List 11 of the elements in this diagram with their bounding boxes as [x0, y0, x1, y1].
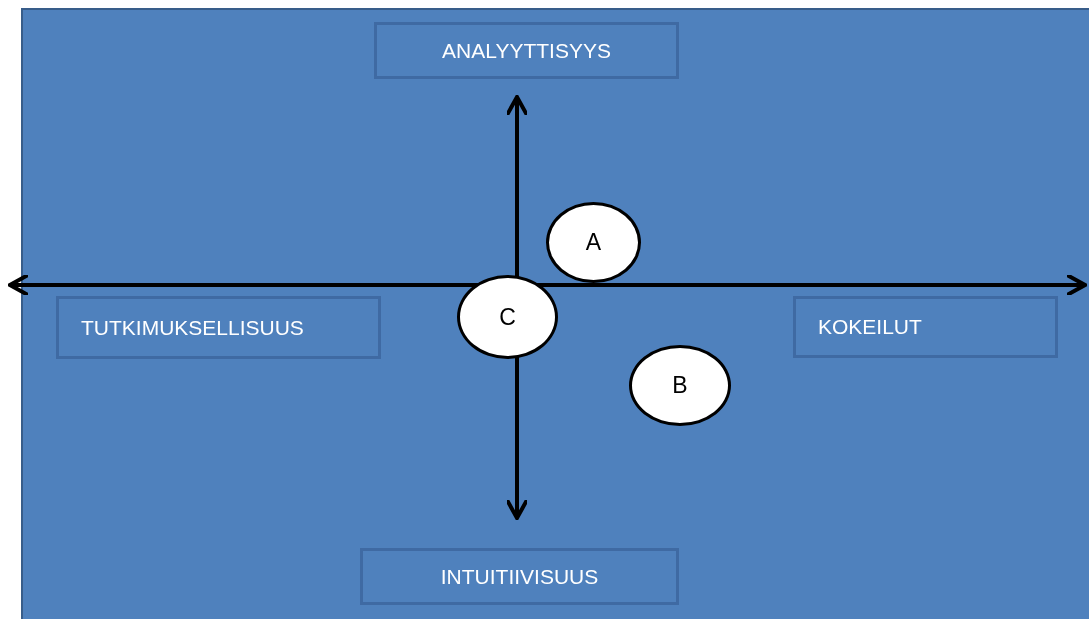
- node-label: KOKEILUT: [818, 315, 922, 339]
- node-label: B: [672, 372, 688, 399]
- node-label: TUTKIMUKSELLISUUS: [81, 315, 304, 340]
- node-label: INTUITIIVISUUS: [440, 564, 599, 589]
- node-label: A: [585, 229, 602, 256]
- label-box: [374, 22, 679, 79]
- node-label: ANALYYTTISYYS: [442, 38, 611, 63]
- node-label: C: [499, 303, 516, 331]
- label-box: [56, 296, 381, 359]
- label-box: [360, 548, 679, 605]
- label-box: [793, 296, 1058, 358]
